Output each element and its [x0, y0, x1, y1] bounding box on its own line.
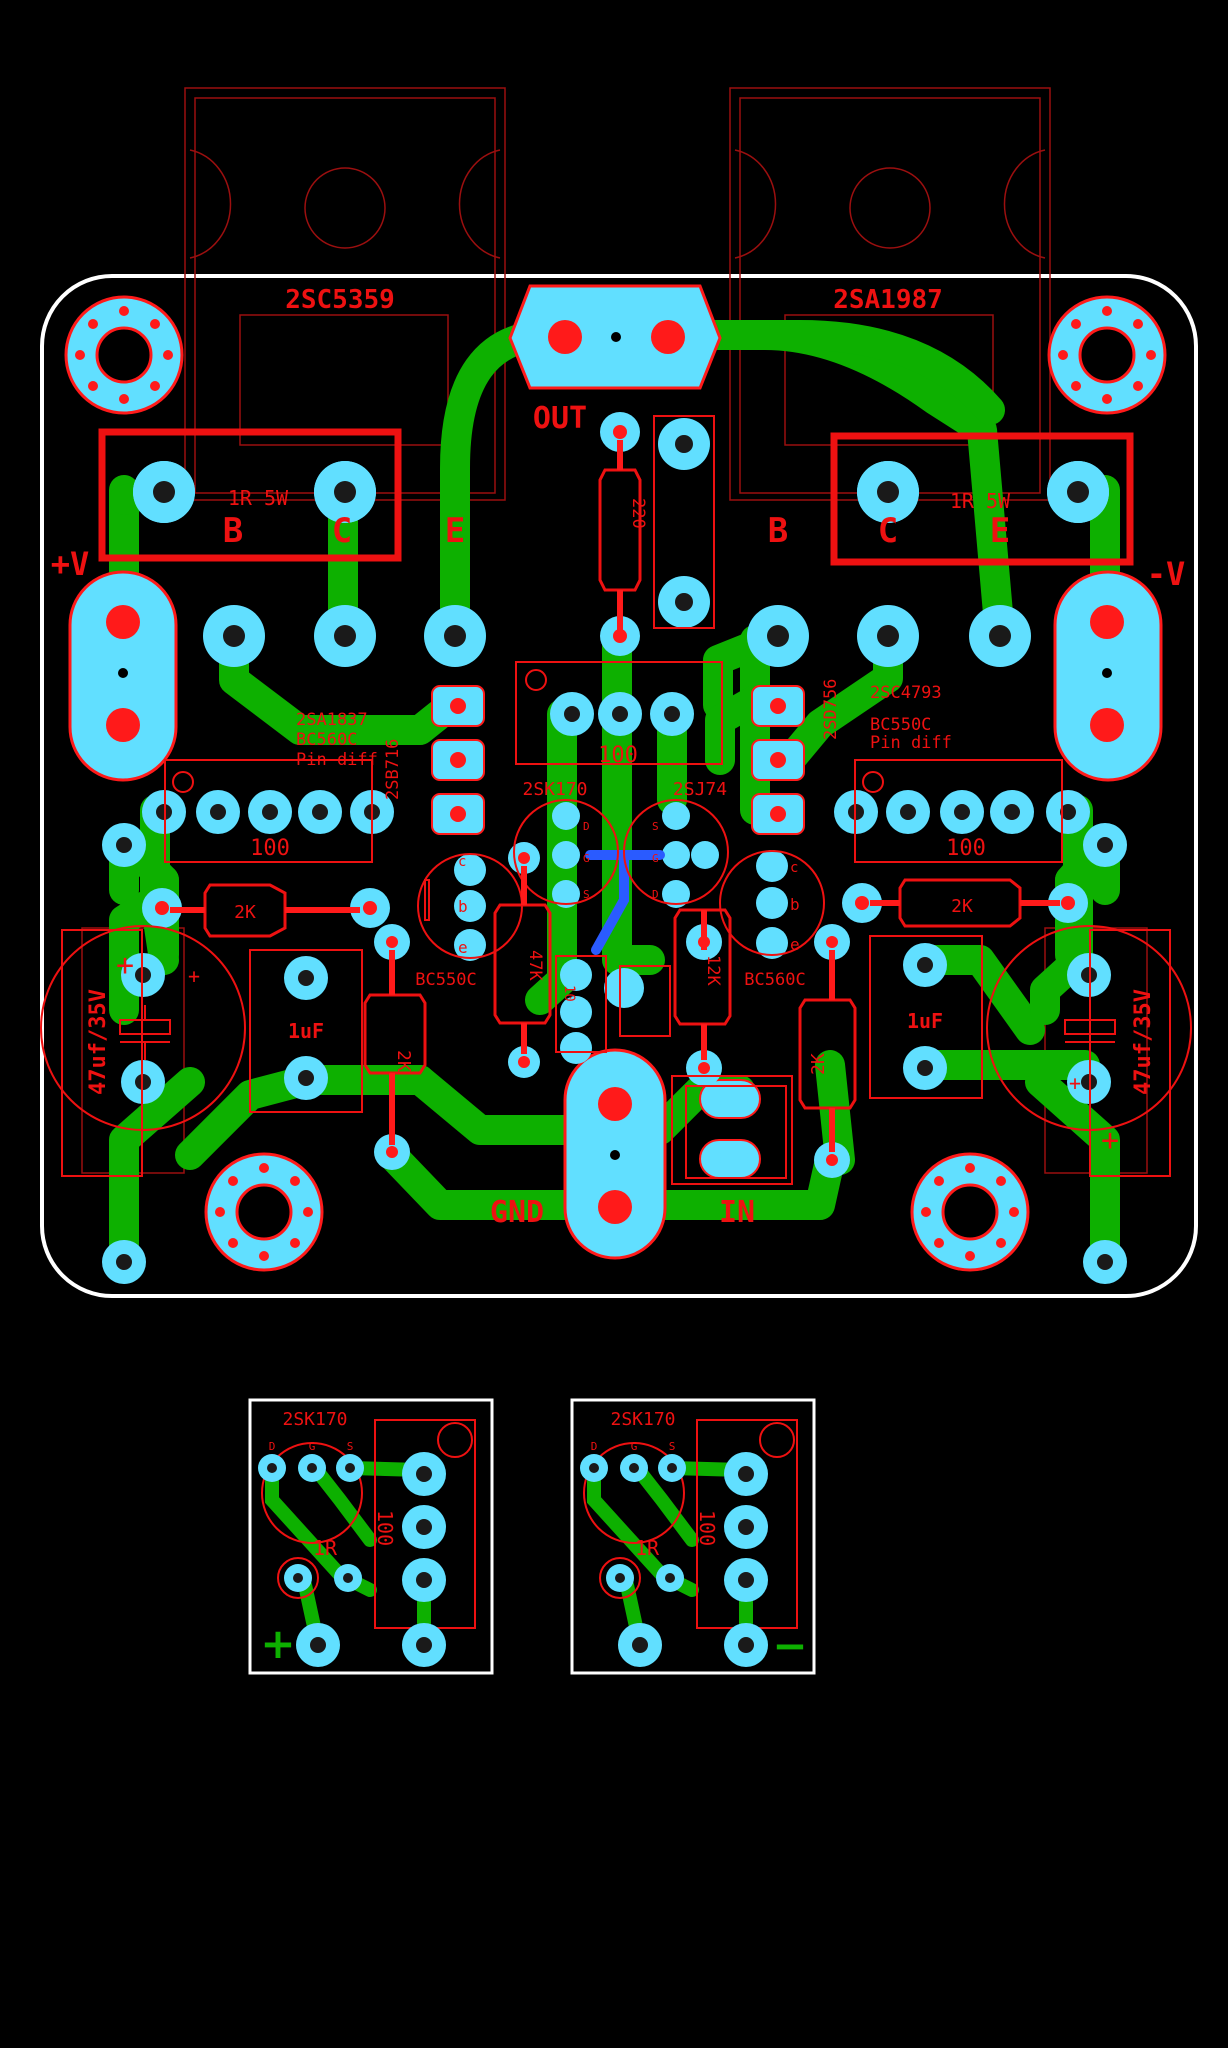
sub-2-resistor-label: 1R — [635, 1536, 660, 1560]
left-bjt-pin-b: b — [458, 897, 468, 916]
pad-drills-small — [155, 425, 1075, 1166]
right-tab-label: 2SD756 — [821, 679, 841, 740]
right-bjt-label: BC560C — [744, 970, 805, 990]
pin-b-right: B — [768, 511, 788, 551]
right-cap-plus-mark: + — [1101, 1123, 1119, 1158]
right-bjt-pin-c: c — [790, 860, 798, 876]
left-bjt-label: BC550C — [415, 970, 476, 990]
pin-c-right: C — [878, 511, 898, 551]
right-film-cap-label: 1uF — [907, 1009, 943, 1033]
sub-1-jfet-label: 2SK170 — [282, 1409, 347, 1430]
sub-2-trimmer-label: 100 — [695, 1510, 719, 1546]
right-bjt-pin-b: b — [790, 895, 800, 914]
right-driver-label-b: BC550C — [870, 715, 931, 735]
right-power-label: 2SA1987 — [833, 285, 943, 315]
feedback-resistor-label: 220 — [628, 498, 648, 529]
sub-1-trimmer-label: 100 — [373, 1510, 397, 1546]
right-driver-label-a: 2SC4793 — [870, 683, 942, 703]
right-emitter-resistor-label: 1R 5W — [950, 489, 1011, 513]
terminal-in-label: IN — [719, 1195, 755, 1230]
center-trimmer-label: 100 — [598, 743, 638, 768]
left-power-label: 2SC5359 — [285, 285, 395, 315]
jfet-p-pin-g: G — [652, 852, 659, 865]
vertical-2k-label: 2K — [393, 1050, 414, 1072]
left-cap-plus-mark: + — [116, 948, 134, 983]
terminal-neg-label: -V — [1147, 555, 1186, 593]
sub-board-2-outline — [570, 1398, 816, 1675]
jfet-p-pin-s: S — [652, 820, 659, 833]
right-2k-label: 2K — [951, 896, 973, 917]
left-cap-polarity: + — [188, 964, 200, 988]
sub-1-sign: + — [260, 1619, 295, 1668]
left-driver-label-a: 2SA1837 — [296, 710, 368, 730]
resistor-leads — [170, 440, 1060, 1152]
terminal-drills — [106, 320, 1124, 1224]
sub-1-pin-s: S — [347, 1440, 354, 1453]
sub-1-resistor-label: 1R — [313, 1536, 338, 1560]
sub-2-pin-s: S — [669, 1440, 676, 1453]
resistor-bodies — [203, 468, 1022, 1110]
sub-board-1: 2SK170 D G S 1R 100 + — [248, 1398, 494, 1675]
sub-2-pin-d: D — [591, 1440, 598, 1453]
terminal-gnd-label: GND — [490, 1195, 544, 1230]
left-film-cap-label: 1uF — [288, 1019, 324, 1043]
silkscreen — [40, 415, 1192, 1185]
left-2k-label: 2K — [234, 902, 256, 923]
left-bjt-pin-e: e — [458, 938, 468, 957]
terminal-pos-label: +V — [51, 545, 90, 583]
right-bjt-pin-e: e — [790, 935, 800, 954]
sub-2-sign: − — [772, 1621, 807, 1670]
r12k-label: 12K — [703, 955, 723, 986]
board-outline — [40, 274, 1198, 1298]
left-trimmer-label: 100 — [250, 836, 290, 861]
left-driver-label-c: Pin diff — [296, 750, 378, 770]
main-labels: 2SC5359 2SA1987 OUT 1R 5W 1R 5W B C E B … — [51, 285, 1186, 1230]
right-cap-polarity: + — [1069, 1071, 1081, 1095]
terminal-out-label: OUT — [533, 401, 587, 436]
left-elec-cap-label: 47uf/35V — [86, 989, 111, 1095]
r10-label: 10 — [561, 985, 577, 1002]
pin-e-left: E — [445, 511, 465, 551]
r47k-label: 47K — [525, 950, 545, 981]
emitter-resistor-boxes — [98, 428, 1134, 566]
right-driver-label-c: Pin diff — [870, 733, 952, 753]
emitter-resistor-holes — [153, 481, 1089, 503]
sub-board-1-outline — [248, 1398, 494, 1675]
sub-1-pin-g: G — [309, 1440, 316, 1453]
sub-board-2: 2SK170 D G S 1R 100 − — [570, 1398, 816, 1675]
terminal-centers — [118, 332, 1112, 1160]
right-trimmer-label: 100 — [946, 836, 986, 861]
jfet-p-pin-d: D — [652, 888, 659, 901]
left-driver-label-b: BC560C — [296, 730, 357, 750]
sub-2-pin-g: G — [631, 1440, 638, 1453]
right-elec-cap-label: 47uf/35V — [1131, 989, 1156, 1095]
jfet-p-label: 2SJ74 — [673, 779, 727, 800]
pin-b-left: B — [223, 511, 243, 551]
sub-2-jfet-label: 2SK170 — [610, 1409, 675, 1430]
jfet-n-label: 2SK170 — [522, 779, 587, 800]
left-tab-label: 2SB716 — [383, 739, 403, 800]
left-bjt-pin-c: c — [458, 854, 466, 870]
jfet-n-pin-g: G — [583, 852, 590, 865]
mounting-hole-dots — [75, 306, 1156, 1261]
pin-e-right: E — [990, 511, 1010, 551]
cap-symbols — [119, 1005, 1116, 1060]
sub-1-pin-d: D — [269, 1440, 276, 1453]
jfet-n-pin-d: D — [583, 820, 590, 833]
left-emitter-resistor-label: 1R 5W — [228, 486, 289, 510]
pad-holes — [116, 435, 1113, 1270]
pin-c-left: C — [332, 511, 352, 551]
vertical-2k-right-label: 2K — [808, 1053, 829, 1075]
jfet-n-pin-s: S — [583, 888, 590, 901]
